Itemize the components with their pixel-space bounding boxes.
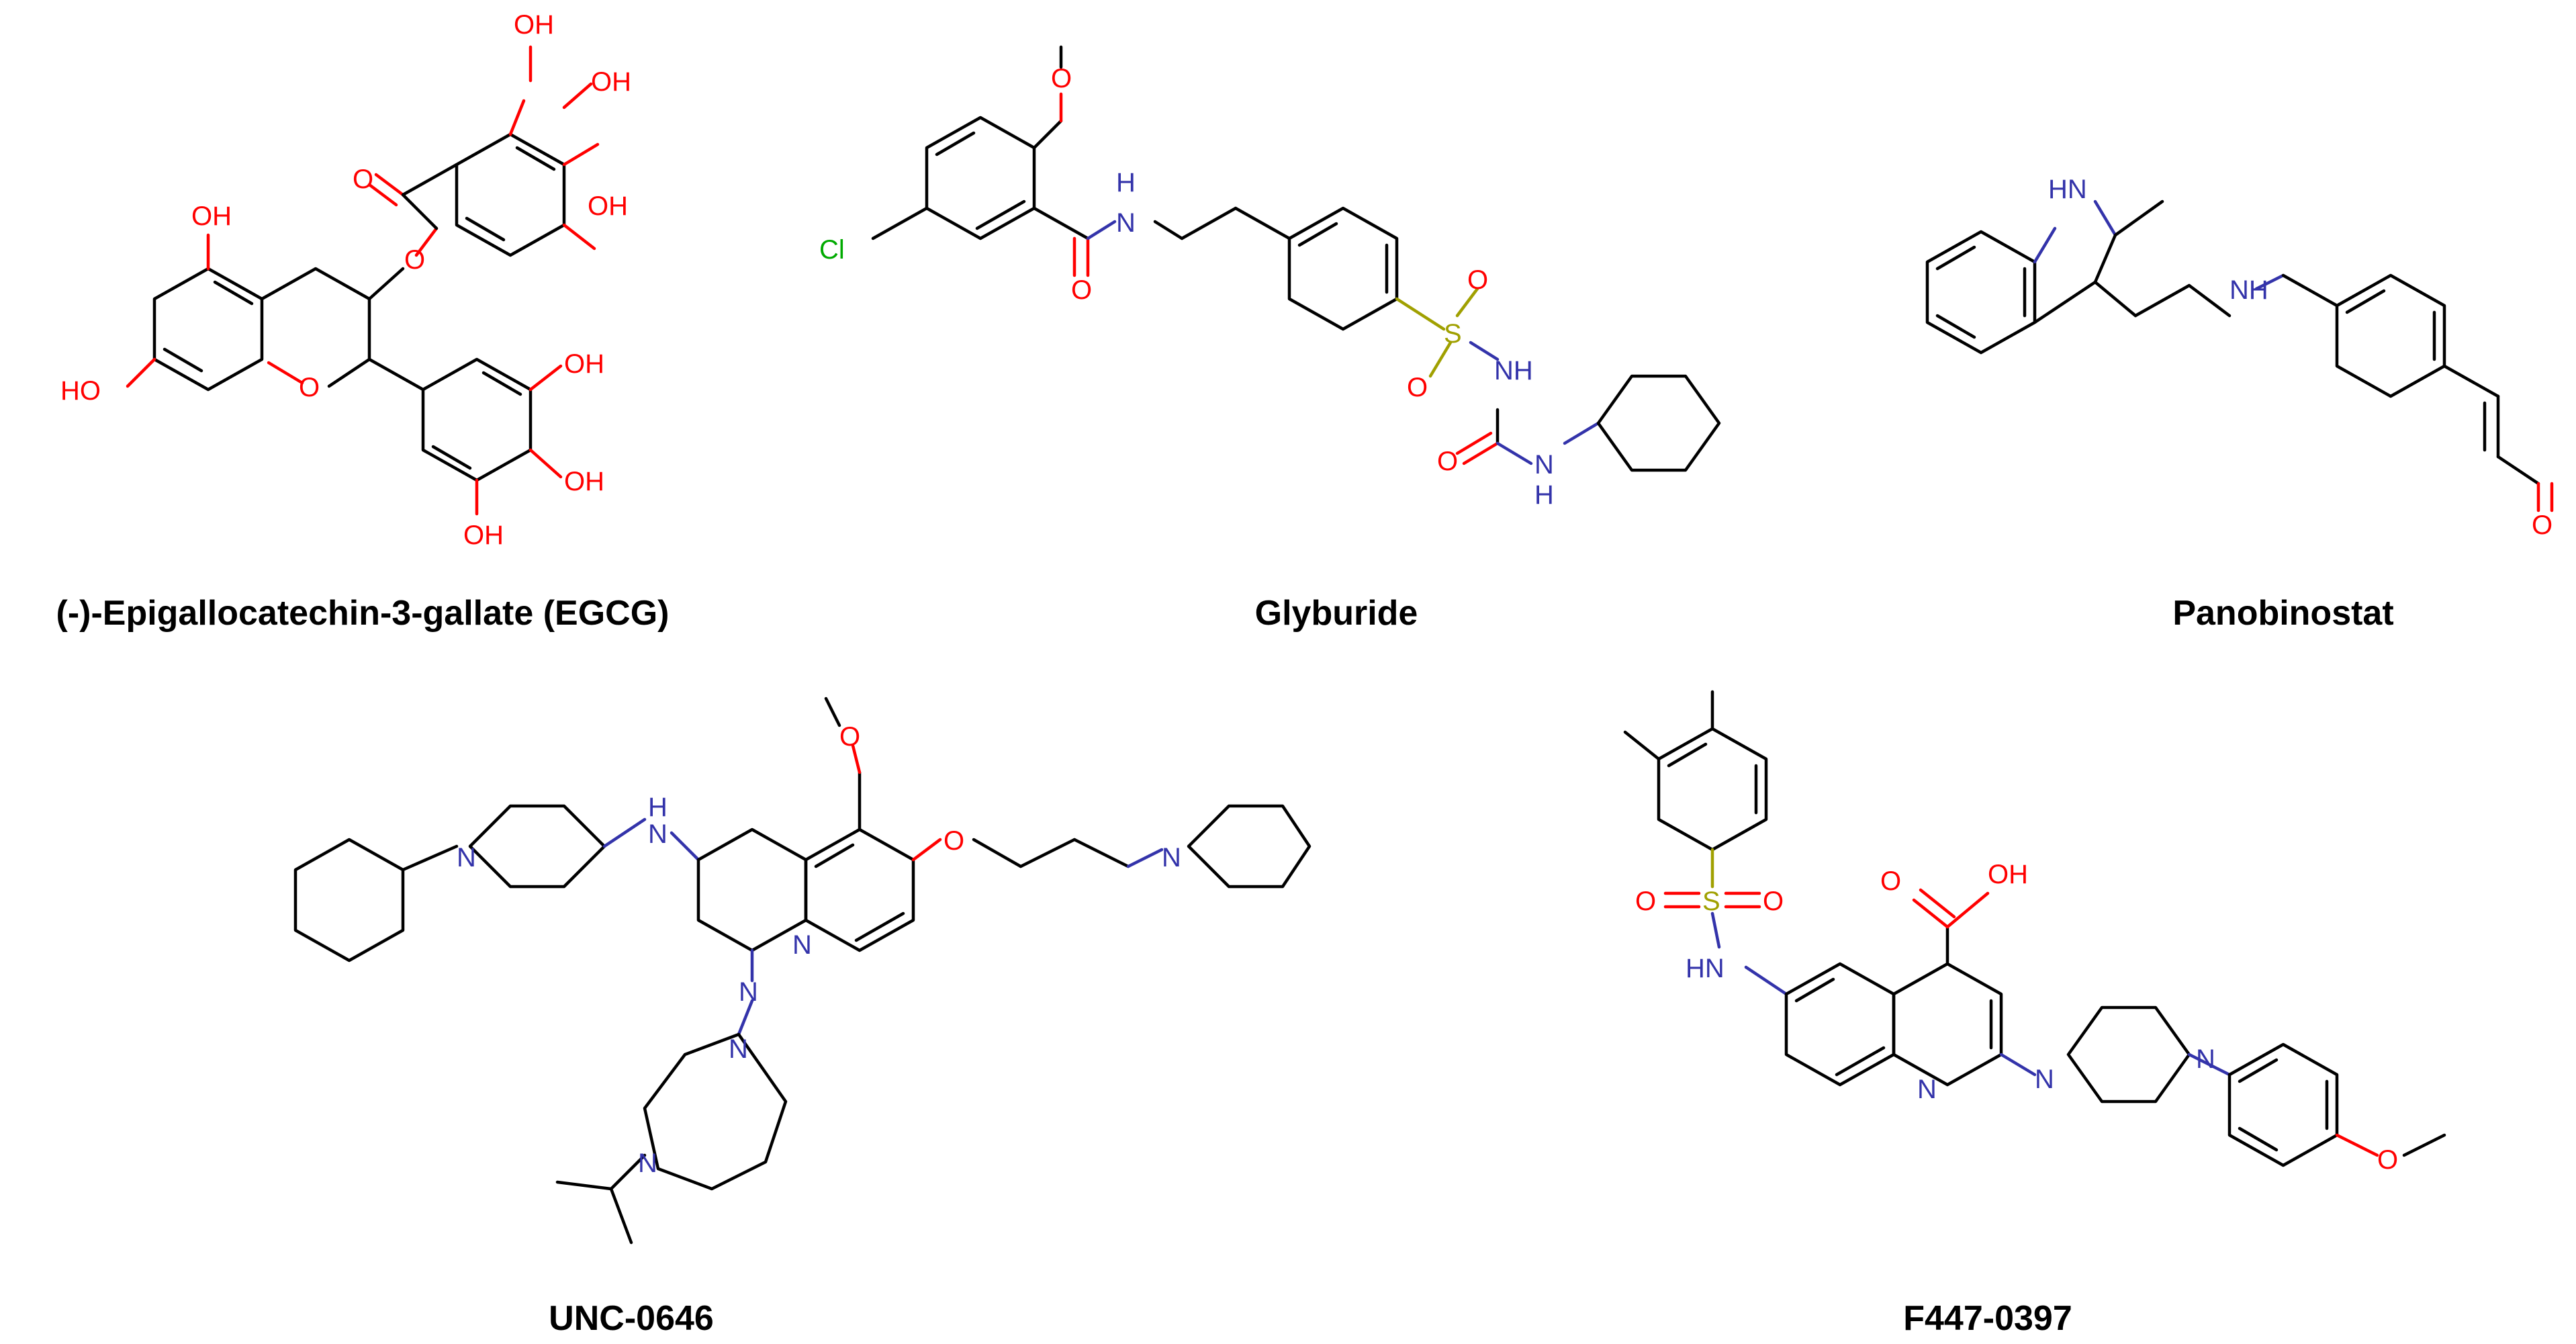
n-label: N <box>457 843 476 872</box>
oh-label: OH <box>463 521 504 550</box>
compound-name-unc-0646: UNC-0646 <box>549 1299 714 1338</box>
o-label: O <box>1467 265 1488 295</box>
n-label: N <box>1116 208 1136 238</box>
f447-0397-structure: S O O HN O OH N N N O <box>1623 690 2446 1175</box>
s-label: S <box>1702 887 1720 916</box>
oh-label: OH <box>191 201 232 231</box>
o-label: O <box>1051 64 1072 93</box>
o-label: O <box>1407 373 1428 402</box>
n-label: N <box>1534 450 1554 480</box>
o-label: O <box>404 245 425 275</box>
panobinostat-structure: HN NH O <box>1925 175 2554 540</box>
n-label: N <box>1162 843 1181 872</box>
o-label: O <box>299 373 320 402</box>
hn-label: HN <box>1686 954 1724 983</box>
n-label: N <box>1917 1075 1937 1104</box>
o-label: O <box>2532 510 2552 540</box>
unc-0646-structure: H N N N N O O N N N <box>293 697 1312 1245</box>
ho-label: HO <box>60 376 101 406</box>
oh-label: OH <box>1988 860 2028 889</box>
compound-name-f447-0397: F447-0397 <box>1903 1299 2072 1338</box>
o-label: O <box>1071 275 1092 305</box>
n-label: N <box>638 1149 657 1178</box>
o-label: O <box>839 722 860 752</box>
oh-label: OH <box>588 191 628 221</box>
o-label: O <box>1880 866 1901 896</box>
n-label: N <box>648 819 668 849</box>
oh-label: OH <box>591 67 631 97</box>
o-label: O <box>2377 1145 2398 1175</box>
o-label: O <box>1763 887 1784 916</box>
hn-label: HN <box>2048 175 2087 204</box>
cl-label: Cl <box>819 235 845 265</box>
egcg-structure: OH HO O O O OH OH OH OH OH OH <box>60 10 631 550</box>
compound-name-glyburide: Glyburide <box>1255 594 1418 633</box>
s-label: S <box>1444 319 1462 349</box>
compound-name-panobinostat: Panobinostat <box>2172 594 2393 633</box>
n-label: N <box>729 1034 748 1064</box>
n-label: N <box>2035 1065 2054 1094</box>
n-label: N <box>2196 1044 2215 1074</box>
nh-label: NH <box>2229 275 2268 305</box>
h-label: H <box>1116 168 1136 197</box>
h-label: H <box>1534 480 1554 510</box>
glyburide-structure: O Cl O H N S O O NH O N H <box>819 45 1721 510</box>
o-label: O <box>1635 887 1656 916</box>
o-label: O <box>1437 447 1458 476</box>
nh-label: NH <box>1494 356 1533 386</box>
h-label: H <box>648 793 668 822</box>
n-label: N <box>792 930 812 960</box>
compound-name-egcg: (-)-Epigallocatechin-3-gallate (EGCG) <box>56 594 670 633</box>
oh-label: OH <box>514 10 554 40</box>
n-label: N <box>739 977 758 1007</box>
oh-label: OH <box>564 349 604 379</box>
o-label: O <box>353 165 373 194</box>
o-label: O <box>944 826 964 856</box>
oh-label: OH <box>564 467 604 496</box>
